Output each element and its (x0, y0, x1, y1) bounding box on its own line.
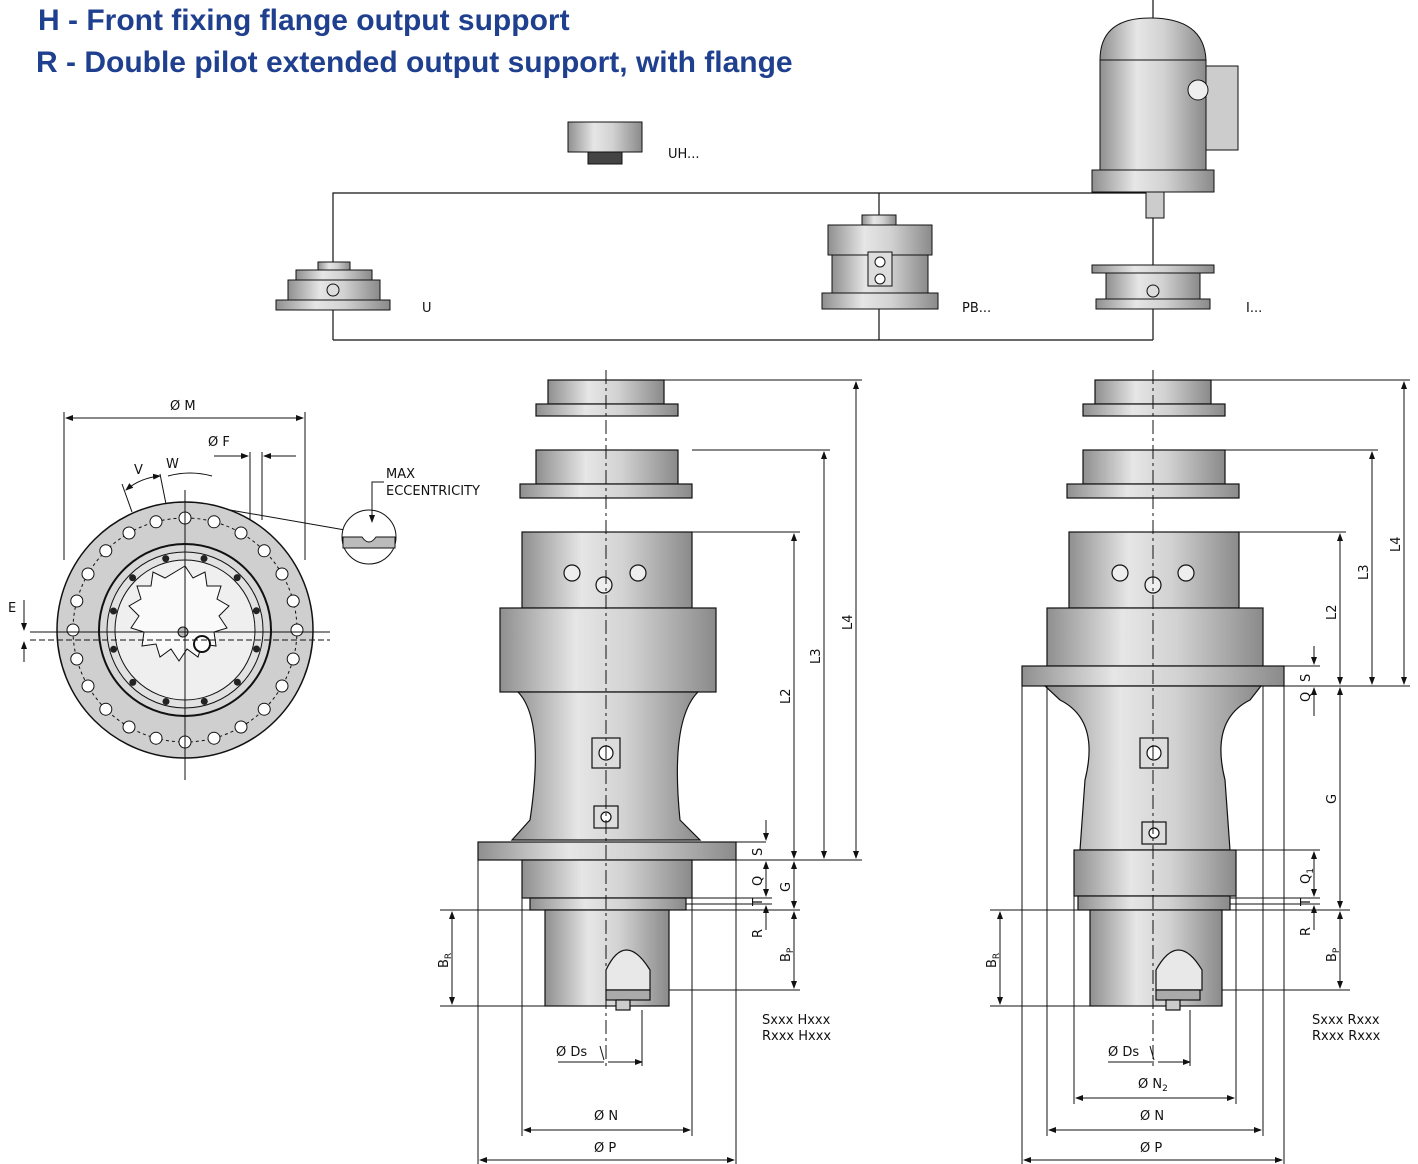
bolt-hole (122, 526, 136, 540)
option-i-label: I... (1246, 301, 1262, 316)
option-uh-part (567, 121, 643, 165)
r-q1-label: Q1 (1299, 868, 1316, 884)
options-tree (332, 0, 1154, 341)
r-s-label: S (1299, 674, 1314, 682)
h-n-label: Ø N (594, 1109, 618, 1124)
motor-part (1091, 17, 1239, 219)
inner-hole (233, 678, 241, 686)
eccentricity-label: ECCENTRICITY (386, 484, 480, 499)
bolt-hole (122, 720, 136, 734)
dim-f (214, 452, 296, 520)
h-l2-label: L2 (779, 688, 794, 704)
eccentricity-callout (229, 481, 397, 565)
inner-hole (252, 607, 260, 615)
h-code-1: Sxxx Hxxx (762, 1013, 831, 1028)
max-label: MAX (386, 467, 415, 482)
r-t-label: T (1299, 898, 1314, 907)
option-pb-label: PB... (962, 301, 991, 316)
h-g-label: G (779, 882, 794, 892)
bolt-hole (66, 623, 80, 637)
r-l4-label: L4 (1389, 536, 1404, 552)
inner-hole (129, 574, 137, 582)
bolt-hole (286, 652, 300, 666)
option-pb-part (821, 214, 939, 310)
bolt-hole (207, 515, 221, 529)
title-line-2: R - Double pilot extended output support… (36, 46, 793, 79)
h-br-label: BR (437, 953, 454, 968)
inner-hole (162, 555, 170, 563)
option-i-part (1091, 264, 1215, 310)
bolt-hole (207, 731, 221, 745)
h-p-label: Ø P (594, 1141, 616, 1156)
front-view-centerlines (30, 490, 330, 780)
inner-hole (129, 678, 137, 686)
dim-f-label: Ø F (208, 435, 230, 450)
title-line-1: H - Front fixing flange output support (38, 4, 570, 37)
bolt-hole (257, 702, 271, 716)
bolt-hole (234, 526, 248, 540)
option-u-part (275, 261, 391, 311)
h-l4-label: L4 (841, 614, 856, 630)
r-n2-label: Ø N2 (1138, 1077, 1168, 1094)
r-l3-label: L3 (1357, 564, 1372, 580)
inner-hole (233, 574, 241, 582)
dim-m-label: Ø M (170, 399, 196, 414)
bolt-hole (81, 679, 95, 693)
h-ds-label: Ø Ds (556, 1045, 587, 1060)
h-bp-label: BP (779, 947, 796, 962)
r-n-label: Ø N (1140, 1109, 1164, 1124)
r-r-label: R (1299, 927, 1314, 936)
r-ds-label: Ø Ds (1108, 1045, 1139, 1060)
side-view-h (477, 379, 737, 1011)
dim-v-label: V (134, 463, 143, 478)
r-g-label: G (1325, 794, 1340, 804)
dim-w-label: W (166, 457, 179, 472)
bolt-hole (70, 594, 84, 608)
bolt-hole (99, 544, 113, 558)
bolt-hole (99, 702, 113, 716)
option-uh-label: UH... (668, 147, 699, 162)
inner-hole (110, 645, 118, 653)
inner-hole (200, 555, 208, 562)
r-code-2: Rxxx Rxxx (1312, 1029, 1381, 1044)
r-bp-label: BP (1325, 947, 1342, 962)
r-q-label: Q (1299, 692, 1314, 702)
h-q-label: Q (751, 876, 766, 886)
bolt-hole (275, 679, 289, 693)
option-u-label: U (422, 301, 432, 316)
bolt-hole (286, 594, 300, 608)
h-t-label: T (751, 898, 766, 907)
bolt-hole (81, 567, 95, 581)
bolt-hole (257, 544, 271, 558)
inner-hole (110, 607, 117, 615)
front-view-holes (66, 511, 304, 749)
inner-hole (162, 698, 170, 705)
inner-hole (200, 697, 208, 705)
h-r-label: R (751, 929, 766, 938)
dim-e-label: E (8, 601, 16, 616)
bolt-hole (149, 515, 163, 529)
dim-m (63, 412, 306, 560)
bolt-hole (234, 720, 248, 734)
side-h-dimensions (440, 379, 862, 1164)
bolt-hole (275, 567, 289, 581)
bolt-hole (70, 652, 84, 666)
r-code-1: Sxxx Rxxx (1312, 1013, 1380, 1028)
bolt-hole (290, 623, 304, 637)
dim-vw (121, 472, 213, 513)
inner-hole (253, 645, 260, 653)
h-s-label: S (751, 848, 766, 856)
r-p-label: Ø P (1140, 1141, 1162, 1156)
r-br-label: BR (985, 953, 1002, 968)
side-r-dimensions (990, 379, 1410, 1164)
h-l3-label: L3 (809, 648, 824, 664)
h-code-2: Rxxx Hxxx (762, 1029, 831, 1044)
bolt-hole (149, 731, 163, 745)
r-l2-label: L2 (1325, 604, 1340, 620)
